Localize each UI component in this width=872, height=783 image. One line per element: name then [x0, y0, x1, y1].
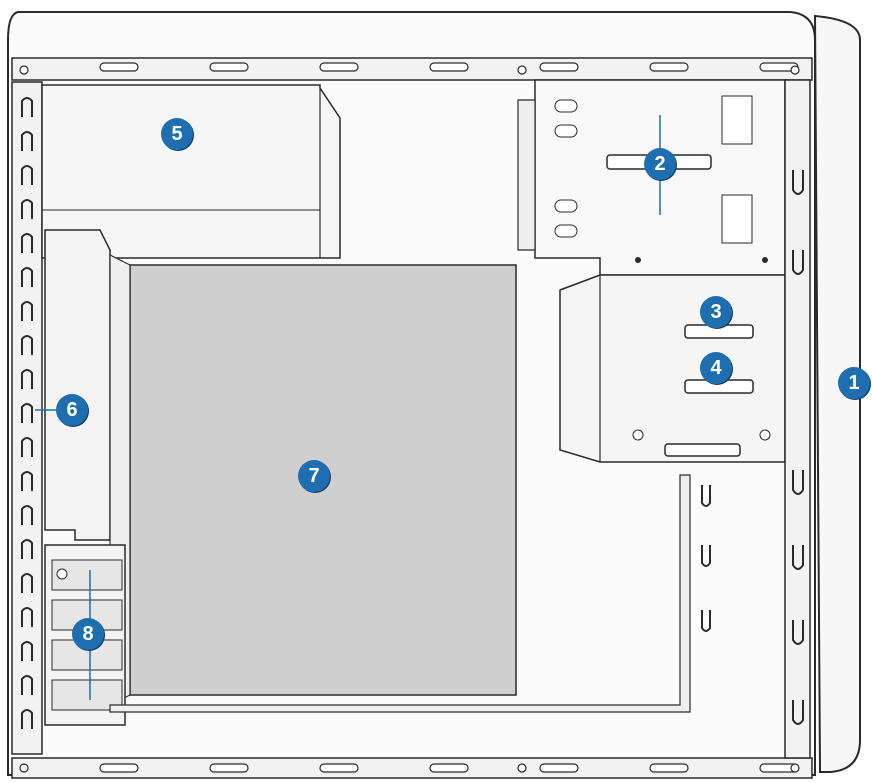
bay-slots — [554, 95, 768, 263]
front-clips — [792, 170, 804, 725]
hdd-bay-cage — [559, 274, 786, 463]
top-rail-notch — [539, 62, 579, 72]
bottom-rail-notch — [319, 763, 359, 773]
rear-panel — [11, 81, 43, 755]
vent-slot — [21, 539, 33, 559]
vent-slot — [21, 675, 33, 695]
top-rail-notch — [319, 62, 359, 72]
vent-slot — [21, 641, 33, 661]
top-rail-notch — [209, 62, 249, 72]
inner-clip — [701, 545, 711, 567]
bottom-rail-notch — [649, 763, 689, 773]
callout-1: 1 — [838, 367, 870, 399]
bottom-rail-notch — [99, 763, 139, 773]
front-clip — [792, 700, 804, 725]
vent-slot — [21, 573, 33, 593]
bottom-rail-notch — [539, 763, 579, 773]
vent-slot — [21, 199, 33, 219]
rear-bracket — [44, 229, 111, 541]
callout-2: 2 — [644, 148, 676, 180]
inner-clips — [701, 485, 711, 632]
vent-slot — [21, 369, 33, 389]
front-rail — [784, 79, 811, 759]
callout-8: 8 — [72, 618, 104, 650]
vent-slot — [21, 709, 33, 729]
callout-4: 4 — [700, 352, 732, 384]
bottom-rail-notch — [209, 763, 249, 773]
top-rail-notch — [649, 62, 689, 72]
bottom-rail — [11, 757, 813, 779]
bottom-rail-notch — [429, 763, 469, 773]
vent-slot — [21, 403, 33, 423]
front-clip — [792, 170, 804, 195]
vent-slot — [21, 471, 33, 491]
screw-bottom — [790, 763, 800, 773]
front-bezel — [813, 14, 861, 773]
screw-bottom — [517, 763, 527, 773]
callout-3: 3 — [700, 296, 732, 328]
inner-clip — [701, 485, 711, 507]
rail-notches — [19, 62, 800, 773]
screw-top — [517, 65, 527, 75]
bottom-tray — [109, 474, 691, 713]
vent-slot — [21, 335, 33, 355]
vent-slot — [21, 437, 33, 457]
screw-top — [19, 65, 29, 75]
front-clip — [792, 470, 804, 495]
vent-slot — [21, 131, 33, 151]
callout-7: 7 — [298, 460, 330, 492]
front-clip — [792, 250, 804, 275]
vent-slot — [21, 267, 33, 287]
front-clip — [792, 620, 804, 645]
rear-vent-slots — [21, 97, 33, 729]
hdd-bottom-bracket — [664, 443, 741, 457]
top-rail-notch — [429, 62, 469, 72]
screw-top — [790, 65, 800, 75]
vent-slot — [21, 607, 33, 627]
callout-5: 5 — [161, 118, 193, 150]
vent-slot — [21, 97, 33, 117]
front-clip — [792, 545, 804, 570]
vent-slot — [21, 505, 33, 525]
inner-clip — [701, 610, 711, 632]
vent-slot — [21, 301, 33, 321]
top-rail-notch — [99, 62, 139, 72]
vent-slot — [21, 165, 33, 185]
callout-6: 6 — [56, 394, 88, 426]
vent-slot — [21, 233, 33, 253]
bay-rail — [517, 99, 536, 251]
screw-bottom — [19, 763, 29, 773]
